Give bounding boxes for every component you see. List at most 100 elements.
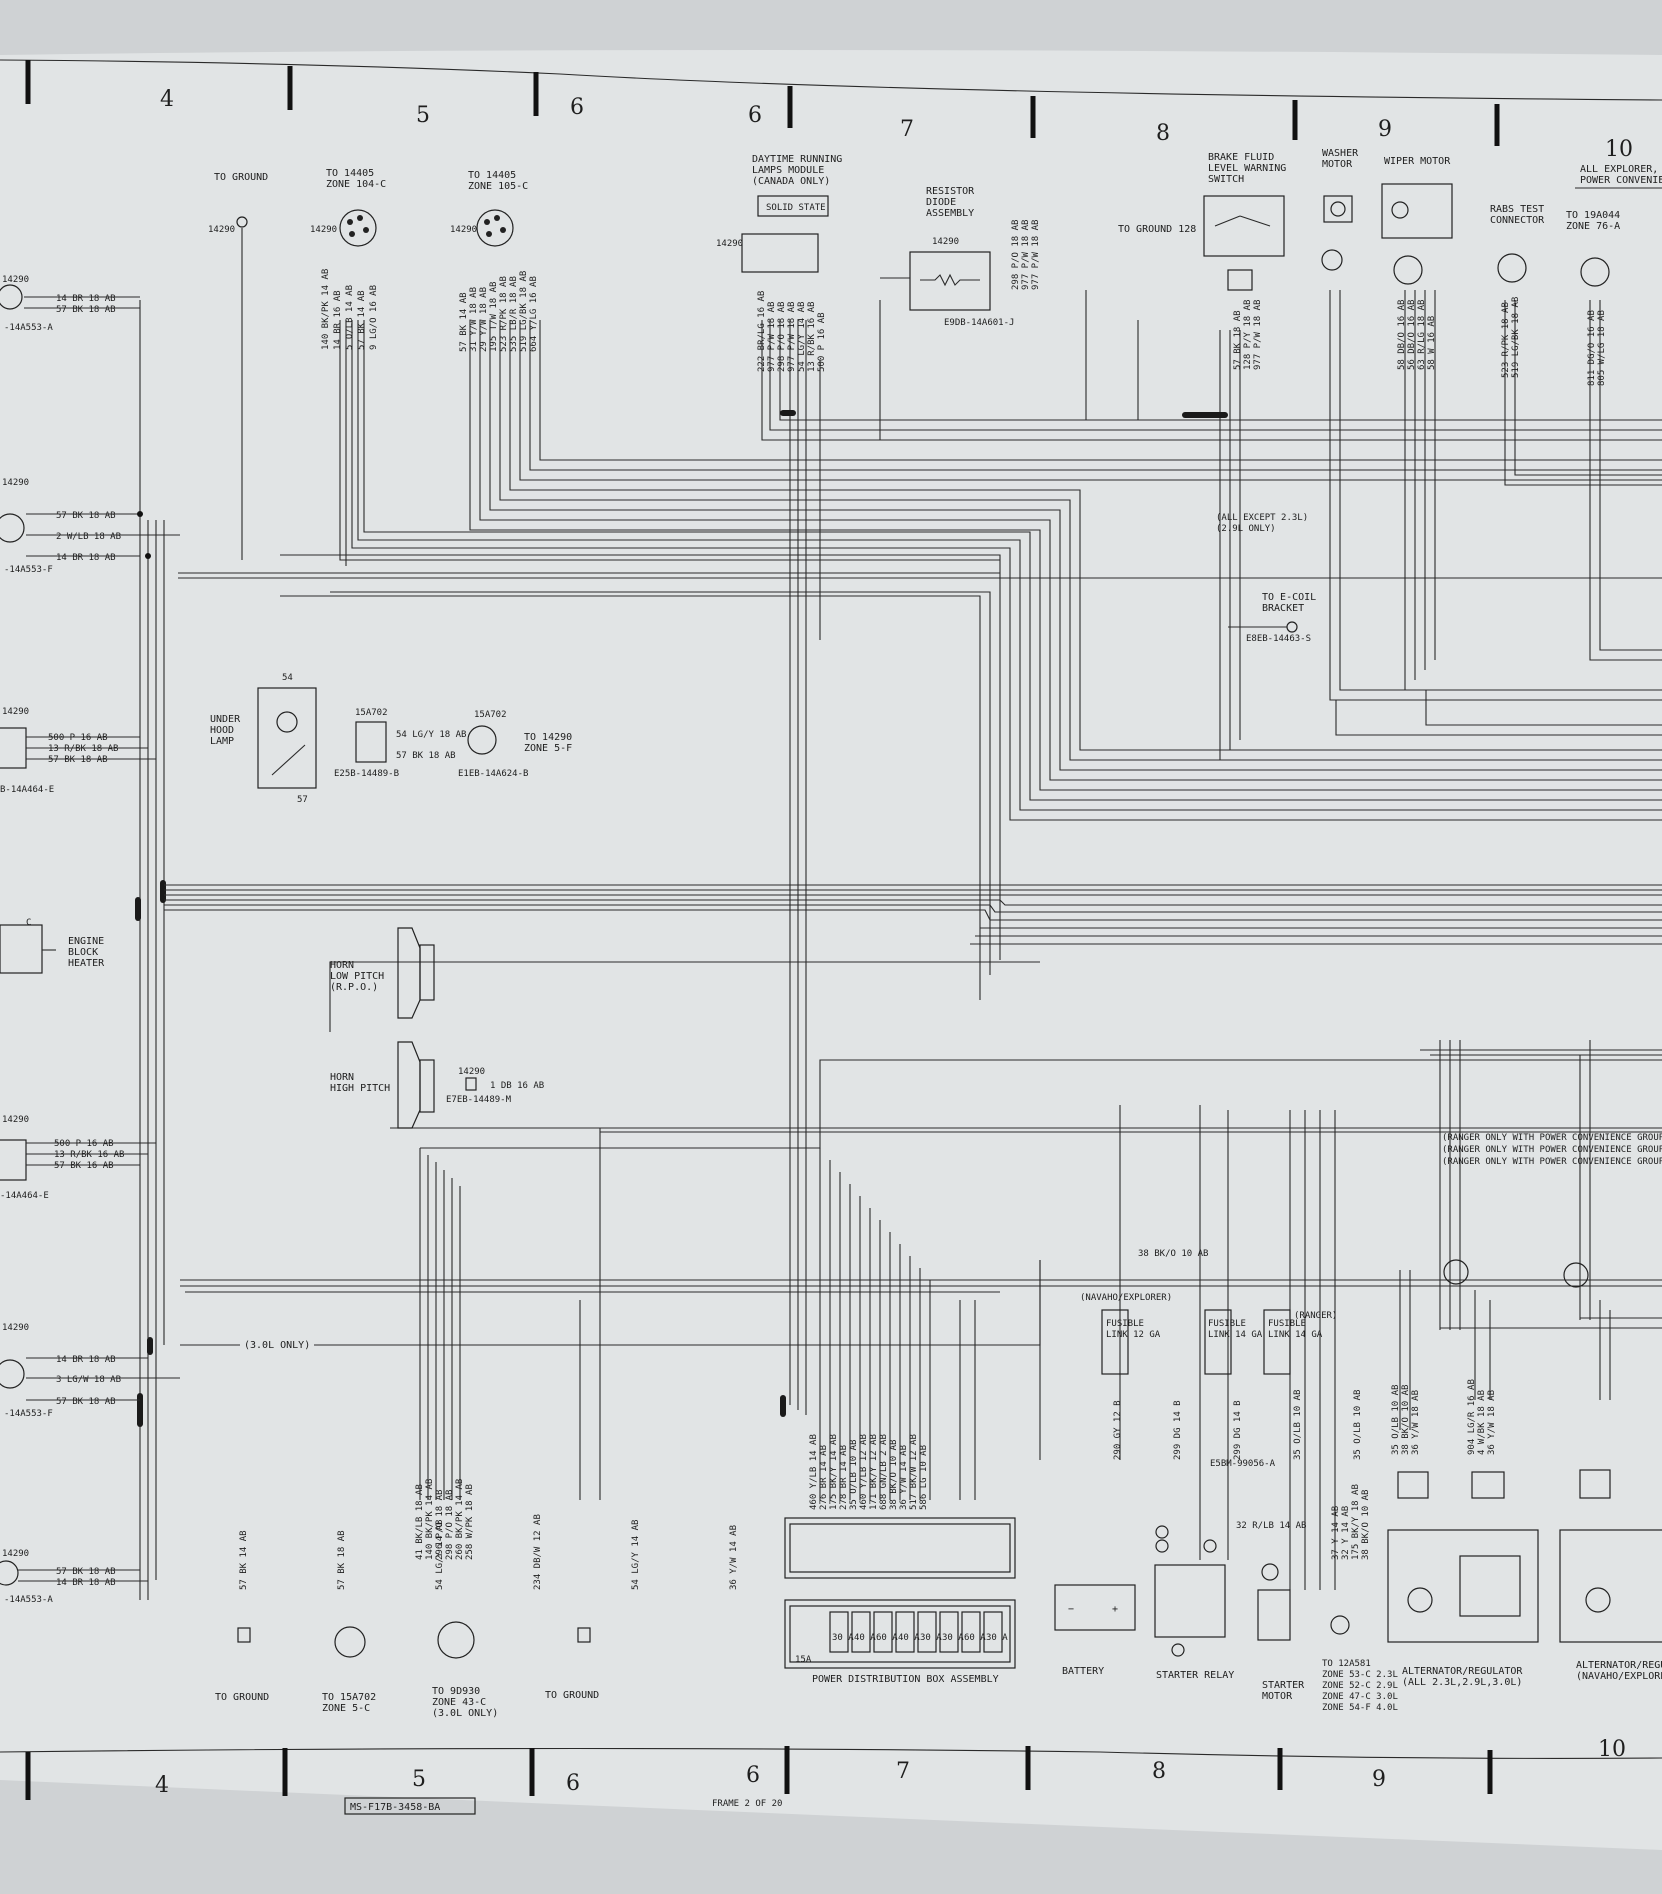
fuse-rating: 30 A bbox=[832, 1633, 854, 1643]
wire-label: 57 BK 16 AB bbox=[54, 1161, 114, 1171]
document-number-box: MS-F17B-3458-BA bbox=[344, 1797, 476, 1815]
zone-label: 6 bbox=[748, 103, 762, 128]
wire-label: 57 BK 18 AB bbox=[56, 1567, 116, 1577]
wire-label: 38 BK/O 10 AB bbox=[889, 1440, 899, 1510]
wire-label: 140 BK/PK 14 AB bbox=[425, 1479, 435, 1560]
part-number: E1EB-14A624-B bbox=[458, 769, 528, 779]
wire-label: 4 W/BK 18 AB bbox=[1477, 1390, 1487, 1455]
svg-text:14290: 14290 bbox=[458, 1067, 485, 1077]
svg-text:54: 54 bbox=[282, 673, 293, 683]
doc-number: MS-F17B-3458-BA bbox=[350, 1802, 440, 1813]
navaho-explorer-label: (NAVAHO/EXPLORER) bbox=[1080, 1293, 1172, 1303]
wire-label: 523 R/PK 18 AB bbox=[499, 276, 509, 352]
fuse-rating: 40 A bbox=[898, 1633, 920, 1643]
zone-label: 6 bbox=[570, 95, 584, 120]
starter-relay: STARTER RELAY E5BM-99056-A bbox=[1154, 1459, 1276, 1681]
wire-label: 904 LG/R 16 AB bbox=[1467, 1379, 1477, 1455]
fuse-rating: 60 A bbox=[964, 1633, 986, 1643]
fuse-rating: 40 A bbox=[854, 1633, 876, 1643]
part-number: E9DB-14A601-J bbox=[944, 318, 1014, 328]
zone-label: 7 bbox=[896, 1759, 910, 1784]
connector-tag: 14290 bbox=[2, 1323, 29, 1333]
to-ground-top: TO GROUND 14290 bbox=[208, 172, 268, 560]
bk38-label: 38 BK/O 10 AB bbox=[1138, 1249, 1208, 1259]
wire-label: 2 W/LB 18 AB bbox=[56, 532, 121, 542]
starter-relay-label: STARTER RELAY bbox=[1156, 1670, 1234, 1681]
wire-label: 977 P/W 18 AB bbox=[1253, 300, 1263, 370]
alternator-regulator-navaho: ALTERNATOR/REGULA(NAVAHO/EXPLORER bbox=[1559, 1529, 1662, 1682]
wire-label: 500 P 16 AB bbox=[48, 733, 108, 743]
wire-label: 519 LG/BK 18 AB bbox=[1511, 297, 1521, 378]
wire-label: 36 Y/W 14 AB bbox=[899, 1445, 909, 1510]
part-number: -14A553-F bbox=[4, 565, 53, 575]
part-number: -14A464-E bbox=[0, 1191, 49, 1201]
wire-label: 14 BR 18 AB bbox=[56, 1578, 116, 1588]
alternator-regulator-all: ALTERNATOR/REGULATOR(ALL 2.3L,2.9L,3.0L) bbox=[1387, 1529, 1539, 1688]
wire-label: 460 Y/LB 12 AB bbox=[859, 1434, 869, 1510]
inline-notes: (3.0L ONLY) (RANGER ONLY WITH POWER CONV… bbox=[240, 1133, 1662, 1531]
zone-label: 6 bbox=[746, 1763, 760, 1788]
zone-label: 7 bbox=[900, 117, 914, 142]
zone-label: 5 bbox=[416, 103, 430, 128]
left-connector-4: 14290 500 P 16 AB 13 R/BK 16 AB 57 BK 16… bbox=[0, 1115, 156, 1201]
wire-label: 57 BK 14 AB bbox=[239, 1530, 249, 1590]
alt-reg-all-label: ALTERNATOR/REGULATOR(ALL 2.3L,2.9L,3.0L) bbox=[1402, 1666, 1523, 1688]
wire-label: 14 BR 16 AB bbox=[333, 290, 343, 350]
wire-label: 57 BK 18 AB bbox=[56, 305, 116, 315]
svg-text:57: 57 bbox=[297, 795, 308, 805]
svg-text:C: C bbox=[26, 918, 31, 928]
wire-label: 38 BK/O 10 AB bbox=[1401, 1385, 1411, 1455]
all-explorer-label: ALL EXPLORER, RANPOWER CONVENIENC bbox=[1580, 164, 1662, 186]
wire-label: 13 R/BK 18 AB bbox=[48, 744, 118, 754]
zone-label: 6 bbox=[566, 1771, 580, 1796]
left-connector-2: 14290 57 BK 18 AB 2 W/LB 18 AB 14 BR 18 … bbox=[0, 478, 180, 575]
wire-label: 260 BK/PK 14 AB bbox=[455, 1479, 465, 1560]
wire-label: 276 BR 14 AB bbox=[819, 1445, 829, 1510]
wire-label: 500 P 16 AB bbox=[817, 312, 827, 372]
wire-label: 460 Y/LB 14 AB bbox=[809, 1434, 819, 1510]
zone-label: 4 bbox=[155, 1773, 169, 1798]
wire-label: 35 O/LB 10 AB bbox=[1293, 1390, 1303, 1460]
wire-label: 35 O/LB 10 AB bbox=[849, 1440, 859, 1510]
battery-label: BATTERY bbox=[1062, 1666, 1104, 1677]
wire-label: 977 P/W 18 AB bbox=[767, 302, 777, 372]
wire-label: 36 Y/W 18 AB bbox=[1411, 1390, 1421, 1455]
bottom-border bbox=[0, 1746, 1662, 1800]
ranger-label: (RANGER) bbox=[1294, 1311, 1337, 1321]
left-bus bbox=[135, 300, 166, 1600]
svg-text:15A702: 15A702 bbox=[355, 708, 388, 718]
wire-label: 13 R/BK 16 AB bbox=[807, 302, 817, 372]
paper bbox=[0, 50, 1662, 1850]
wire-label: 31 Y/W 18 AB bbox=[469, 287, 479, 352]
wire-label: 298 P/O 18 AB bbox=[1011, 220, 1021, 290]
svg-text:14290: 14290 bbox=[932, 237, 959, 247]
wire-label: 290 GY 12 B bbox=[1113, 1400, 1123, 1460]
to-ground-label: TO GROUND bbox=[214, 172, 268, 183]
three-ol-note: (3.0L ONLY) bbox=[244, 1340, 310, 1351]
part-number: -14A553-F bbox=[4, 1409, 53, 1419]
part-number: E7EB-14489-M bbox=[446, 1095, 512, 1105]
wire-label: 41 BK/LB 18 AB bbox=[415, 1484, 425, 1560]
wire-label: 299 DG 14 B bbox=[1233, 1400, 1243, 1460]
wire-label: 57 BK 18 AB bbox=[56, 511, 116, 521]
